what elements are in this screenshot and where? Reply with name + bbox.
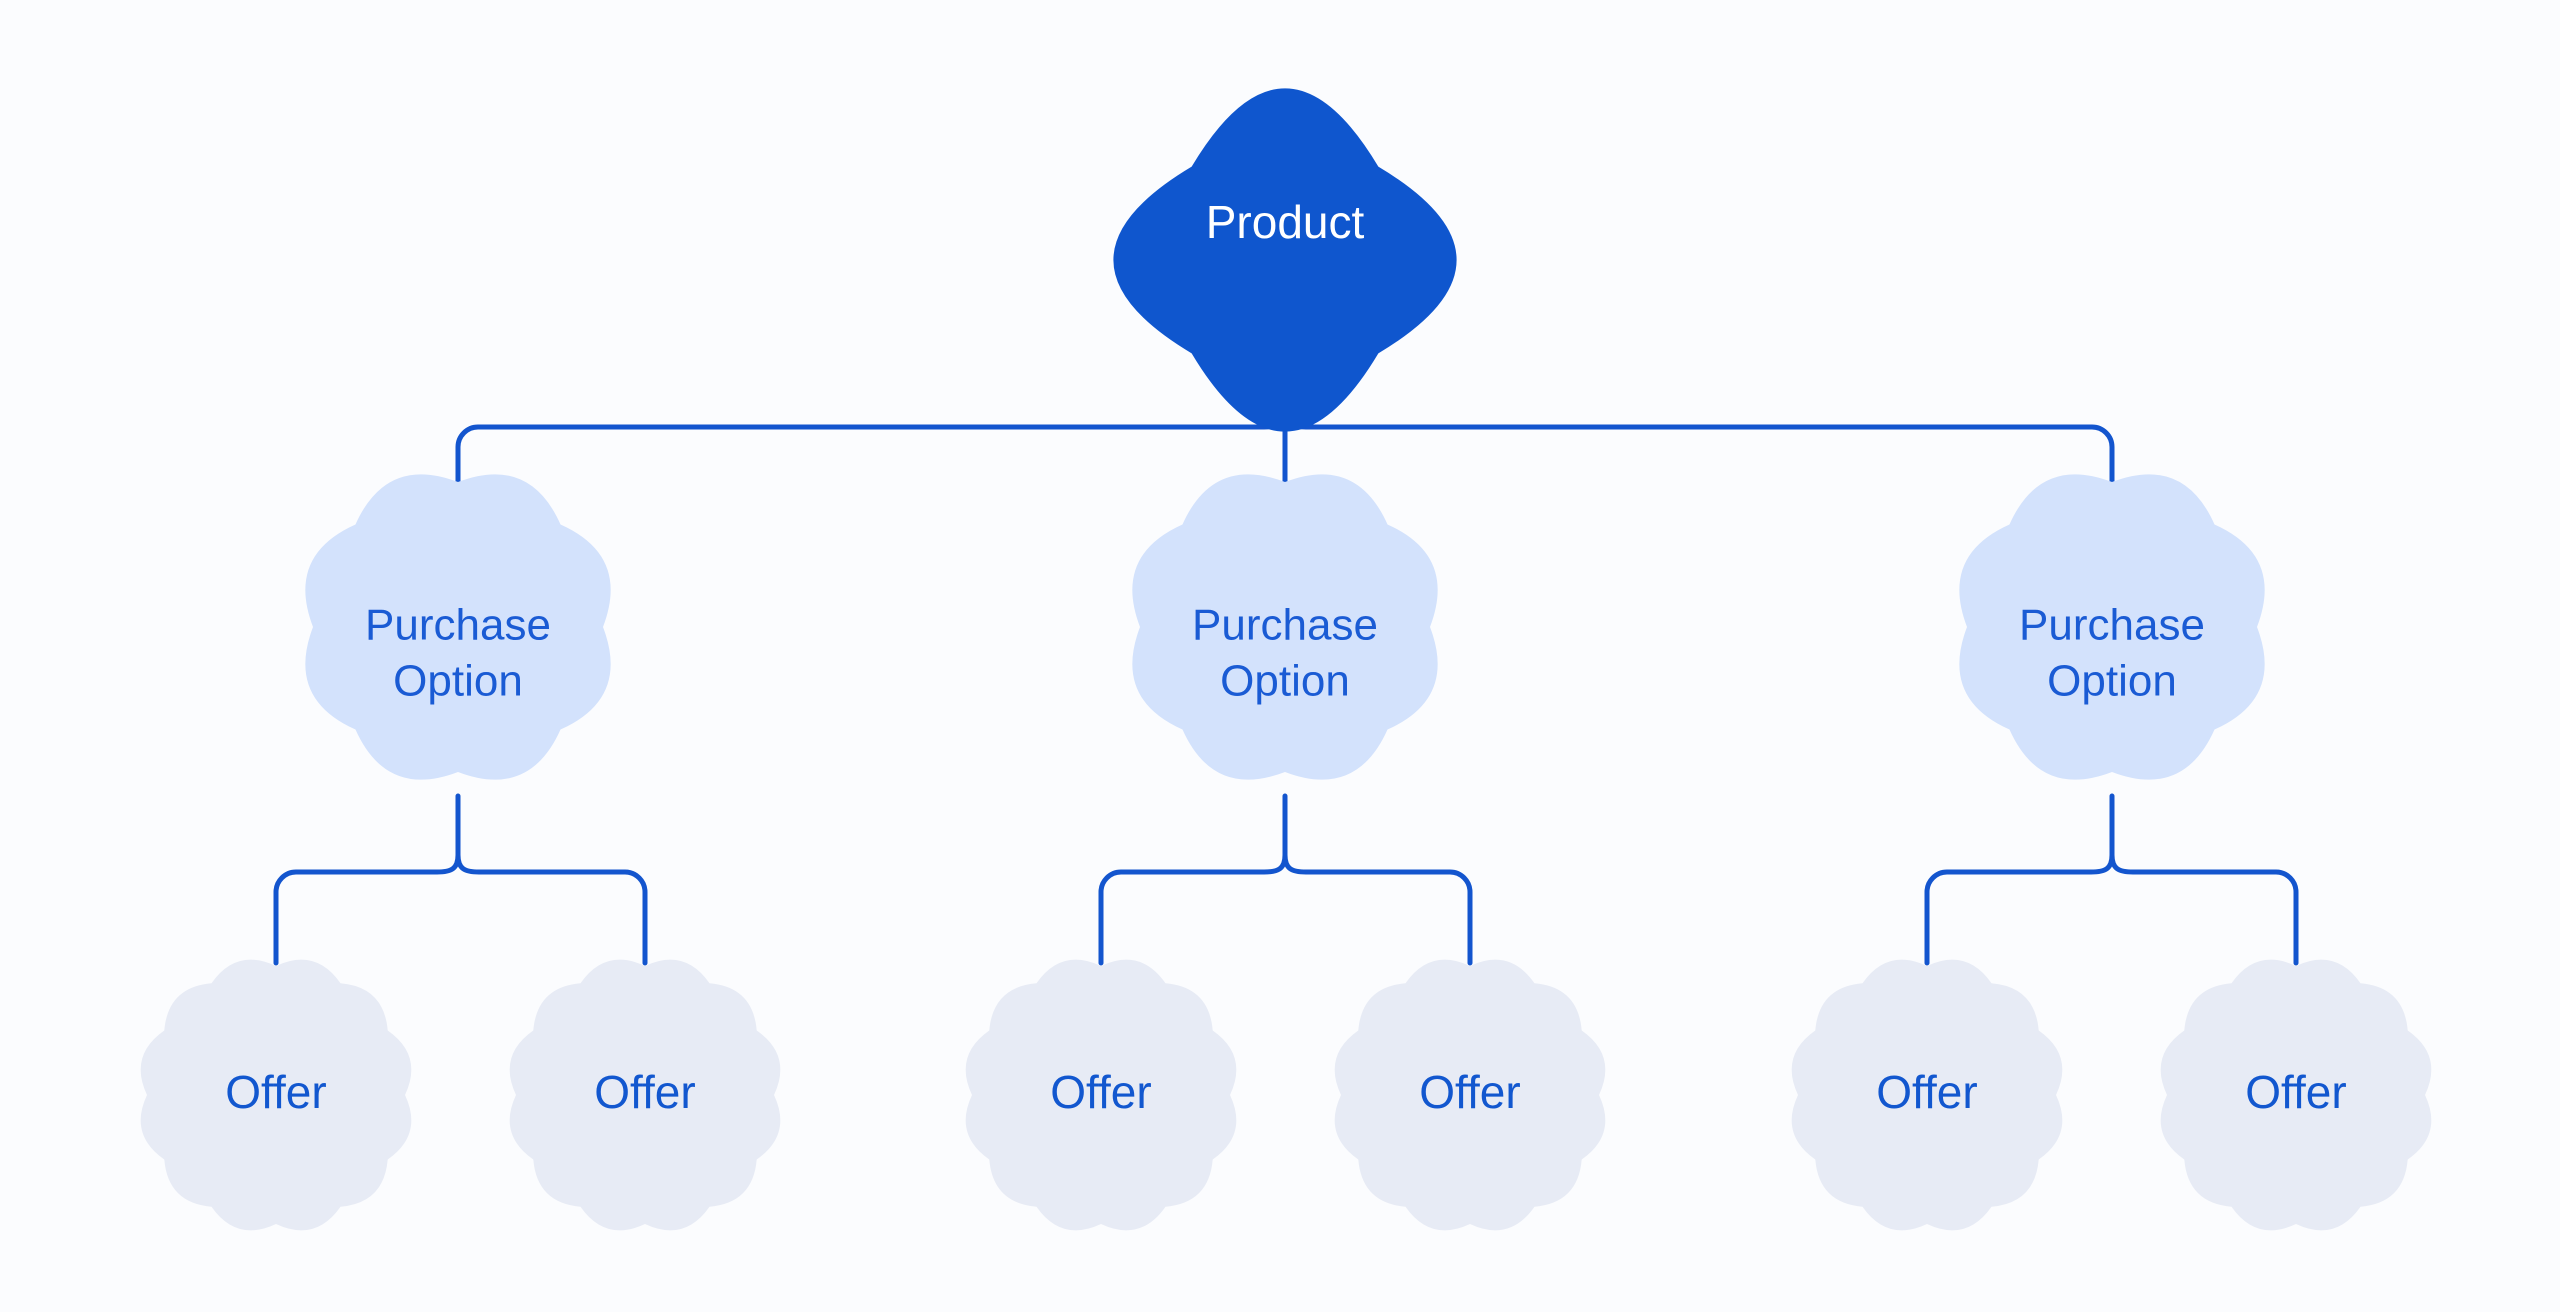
edge-product-trunk (1282, 349, 2115, 522)
edge-po3-trunk (2109, 793, 2299, 966)
node-purchase-option-3[interactable]: Purchase Option (1959, 474, 2265, 780)
node-offer-2-1[interactable]: Offer (965, 959, 1237, 1231)
node-offer-1-1[interactable]: Offer (140, 959, 412, 1231)
offer-1-1-blob-shape (140, 959, 412, 1231)
offer-1-2-blob-shape (509, 959, 781, 1231)
offer-3-2-blob-shape (2160, 959, 2432, 1231)
node-offer-3-1[interactable]: Offer (1791, 959, 2063, 1231)
node-purchase-option-1[interactable]: Purchase Option (305, 474, 611, 780)
offer-3-1-blob-shape (1791, 959, 2063, 1231)
node-offer-2-2[interactable]: Offer (1334, 959, 1606, 1231)
edge-po1-to-offer1 (273, 852, 461, 966)
node-offer-3-2[interactable]: Offer (2160, 959, 2432, 1231)
offer-2-1-blob-shape (965, 959, 1237, 1231)
purchase-option-1-blob-shape (305, 474, 611, 780)
edge-po2-to-offer1 (1098, 852, 1288, 966)
edge-po2-trunk (1282, 793, 1473, 966)
offer-2-2-blob-shape (1334, 959, 1606, 1231)
edge-po1-trunk (455, 793, 648, 966)
edge-po3-to-offer1 (1924, 852, 2115, 966)
edge-product-to-po1 (455, 407, 1288, 522)
product-blob-shape (1113, 88, 1457, 432)
purchase-option-2-blob-shape (1132, 474, 1438, 780)
node-purchase-option-2[interactable]: Purchase Option (1132, 474, 1438, 780)
node-product[interactable]: Product (1113, 88, 1457, 432)
node-offer-1-2[interactable]: Offer (509, 959, 781, 1231)
purchase-option-3-blob-shape (1959, 474, 2265, 780)
